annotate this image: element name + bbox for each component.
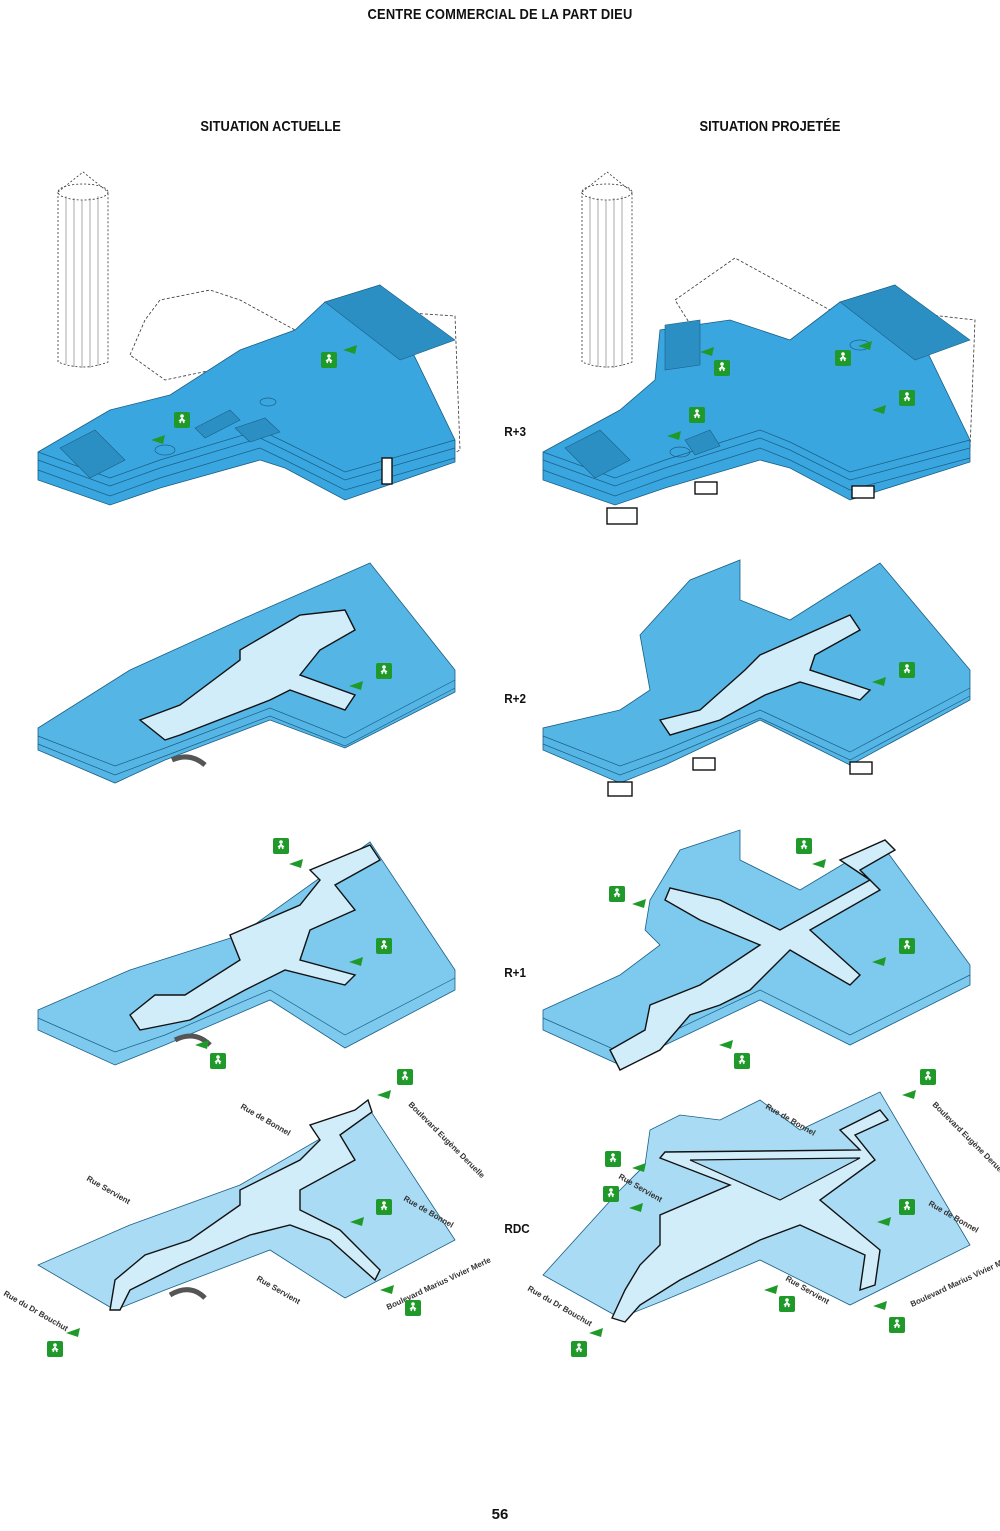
level-label-rdc: RDC bbox=[504, 1221, 530, 1236]
page-number: 56 bbox=[491, 1506, 509, 1523]
level-label-r2: R+2 bbox=[504, 691, 527, 706]
plan-r3-current bbox=[37, 171, 461, 506]
street-label-bd-eugene-deruelle: Boulevard Eugène Deruelle bbox=[407, 1100, 487, 1180]
street-label-rue-de-bonnel-top: Rue de Bonnel bbox=[239, 1102, 292, 1138]
street-label-rue-dr-bouchut: Rue du Dr Bouchut bbox=[2, 1289, 70, 1333]
plan-rdc-projected: Rue de Bonnel Boulevard Eugène Deruelle … bbox=[526, 1068, 1000, 1358]
level-label-r1: R+1 bbox=[504, 965, 527, 980]
level-label-r3: R+3 bbox=[504, 424, 527, 439]
page-title: CENTRE COMMERCIAL DE LA PART DIEU bbox=[367, 6, 633, 23]
plan-r2-current bbox=[37, 562, 456, 784]
plan-r1-current bbox=[37, 837, 456, 1070]
plan-rdc-current: Rue de Bonnel Boulevard Eugène Deruelle … bbox=[2, 1068, 493, 1358]
plan-r3-projected bbox=[542, 171, 976, 525]
plan-r2-projected bbox=[542, 559, 971, 797]
street-label-rue-servient-left: Rue Servient bbox=[85, 1174, 132, 1206]
street-label-bd-eugene-deruelle-proj: Boulevard Eugène Deruelle bbox=[931, 1100, 1000, 1180]
column-heading-current: SITUATION ACTUELLE bbox=[200, 118, 341, 135]
plan-r1-projected bbox=[542, 829, 971, 1071]
street-label-rue-servient-bottom: Rue Servient bbox=[255, 1274, 302, 1306]
column-heading-projected: SITUATION PROJETÉE bbox=[699, 118, 841, 135]
